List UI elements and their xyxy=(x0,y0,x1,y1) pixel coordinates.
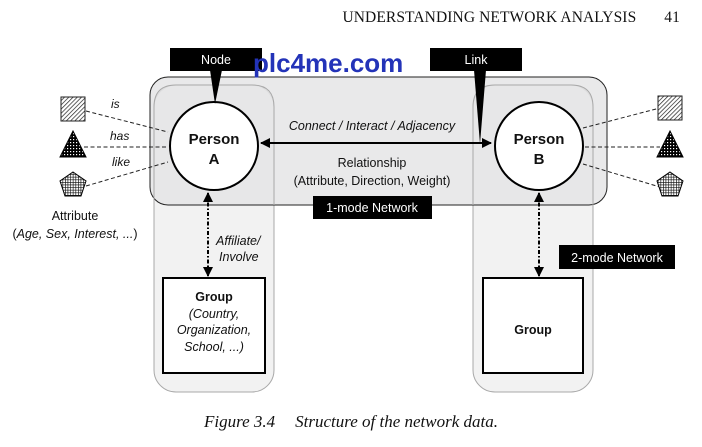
attr-line-like-a xyxy=(85,161,169,187)
group-a-example-2: Organization, xyxy=(177,323,251,337)
link-callout-box xyxy=(430,48,522,71)
group-a-title: Group xyxy=(195,290,233,304)
group-a-example-3: School, ...) xyxy=(184,340,244,354)
crosshatched-pentagon-icon xyxy=(59,171,87,197)
link-label: Connect / Interact / Adjacency xyxy=(289,119,456,133)
relationship-properties: (Attribute, Direction, Weight) xyxy=(294,174,451,188)
attr-line-is-b xyxy=(582,107,661,129)
node-callout-label: Node xyxy=(201,53,231,67)
attr-line-is-a xyxy=(85,110,169,133)
person-b-id: B xyxy=(534,151,545,168)
dotted-triangle-icon xyxy=(656,129,684,158)
column-b-outline xyxy=(472,84,594,205)
link-callout-pointer xyxy=(474,70,486,144)
relationship-label: Relationship xyxy=(338,156,407,170)
person-a-id: A xyxy=(209,151,220,168)
affiliation-label-1: Affiliate/ xyxy=(215,234,262,248)
attr-line-like-b xyxy=(582,163,661,188)
dotted-triangle-icon xyxy=(59,129,87,158)
relation-label-is: is xyxy=(111,97,120,111)
hatched-square-icon xyxy=(60,96,86,122)
two-mode-label-box xyxy=(559,245,675,269)
hatched-square-icon xyxy=(657,95,683,121)
person-a-label: Person xyxy=(189,131,240,148)
person-b-node xyxy=(494,101,584,191)
running-title: UNDERSTANDING NETWORK ANALYSIS xyxy=(342,9,637,26)
affiliation-label-2: Involve xyxy=(219,250,259,264)
watermark: plc4me.com xyxy=(253,48,404,78)
one-mode-label: 1-mode Network xyxy=(326,201,418,215)
node-callout-box xyxy=(170,48,262,71)
page-header: UNDERSTANDING NETWORK ANALYSIS 41 xyxy=(342,9,680,27)
group-a-node xyxy=(162,277,266,374)
node-callout-pointer xyxy=(210,70,222,104)
one-mode-label-box xyxy=(313,196,432,219)
relation-label-has: has xyxy=(110,129,129,143)
relation-label-like: like xyxy=(112,155,130,169)
two-mode-label: 2-mode Network xyxy=(571,251,663,265)
group-b-title: Group xyxy=(514,323,552,337)
figure-caption: Figure 3.4 Structure of the network data. xyxy=(0,412,702,432)
page-number: 41 xyxy=(664,9,680,26)
group-a-example-1: (Country, xyxy=(189,307,239,321)
attribute-label: Attribute xyxy=(52,209,99,223)
link-callout-label: Link xyxy=(465,53,489,67)
attribute-examples: (Age, Sex, Interest, ...) xyxy=(12,227,137,241)
crosshatched-pentagon-icon xyxy=(656,171,684,197)
figure-number: Figure 3.4 xyxy=(203,412,276,431)
figure-caption-text: Structure of the network data. xyxy=(295,412,498,431)
person-b-label: Person xyxy=(514,131,565,148)
group-b-node xyxy=(482,277,584,374)
person-a-node xyxy=(169,101,259,191)
